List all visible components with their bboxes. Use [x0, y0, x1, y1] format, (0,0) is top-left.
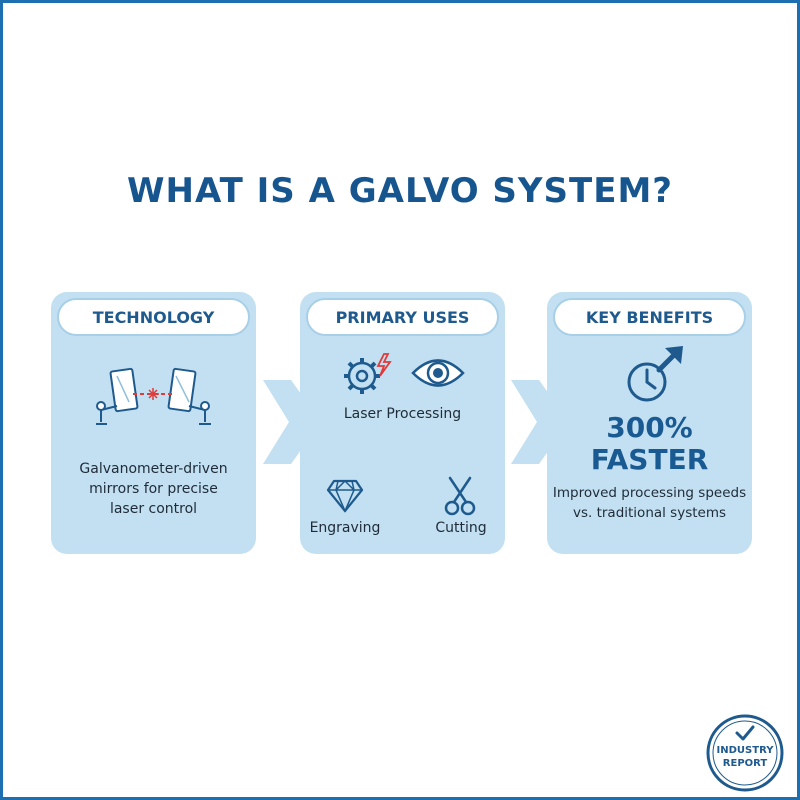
flow-arrow-2	[511, 380, 569, 464]
technology-text-line-1: Galvanometer-driven	[79, 461, 228, 477]
scissors-icon	[444, 476, 476, 516]
flow-arrow-1	[263, 380, 321, 464]
technology-card: TECHNOLOGY Galvanometer-driven	[51, 292, 256, 554]
benefit-text-line-2: vs. traditional systems	[572, 505, 727, 521]
technology-header: TECHNOLOGY	[57, 298, 250, 336]
diamond-icon	[326, 479, 364, 513]
use-label-engraving: Engraving	[309, 520, 381, 536]
benefit-text-line-1: Improved processing speeds	[552, 485, 747, 501]
industry-report-badge	[706, 714, 784, 792]
gear-spark-icon	[344, 353, 392, 394]
eye-icon	[411, 359, 465, 387]
use-label-laser-processing: Laser Processing	[343, 406, 462, 422]
badge-line-2: REPORT	[722, 758, 768, 769]
benefit-percentage: 300%	[606, 411, 693, 444]
page-title: WHAT IS A GALVO SYSTEM?	[126, 171, 673, 211]
badge-line-1: INDUSTRY	[716, 745, 774, 756]
key-benefits-card: KEY BENEFITS 300% FASTER Improved proces…	[547, 292, 752, 554]
use-label-cutting: Cutting	[435, 520, 487, 536]
technology-text-line-2: mirrors for precise	[89, 481, 218, 497]
benefit-faster: FASTER	[590, 443, 709, 476]
primary-uses-header: PRIMARY USES	[306, 298, 499, 336]
checkmark-icon	[735, 725, 755, 741]
galvo-mirrors-icon	[96, 367, 211, 425]
clock-arrow-up-icon	[627, 346, 683, 402]
technology-text-line-3: laser control	[109, 501, 198, 517]
key-benefits-header: KEY BENEFITS	[553, 298, 746, 336]
primary-uses-card: PRIMARY USES	[300, 292, 505, 554]
